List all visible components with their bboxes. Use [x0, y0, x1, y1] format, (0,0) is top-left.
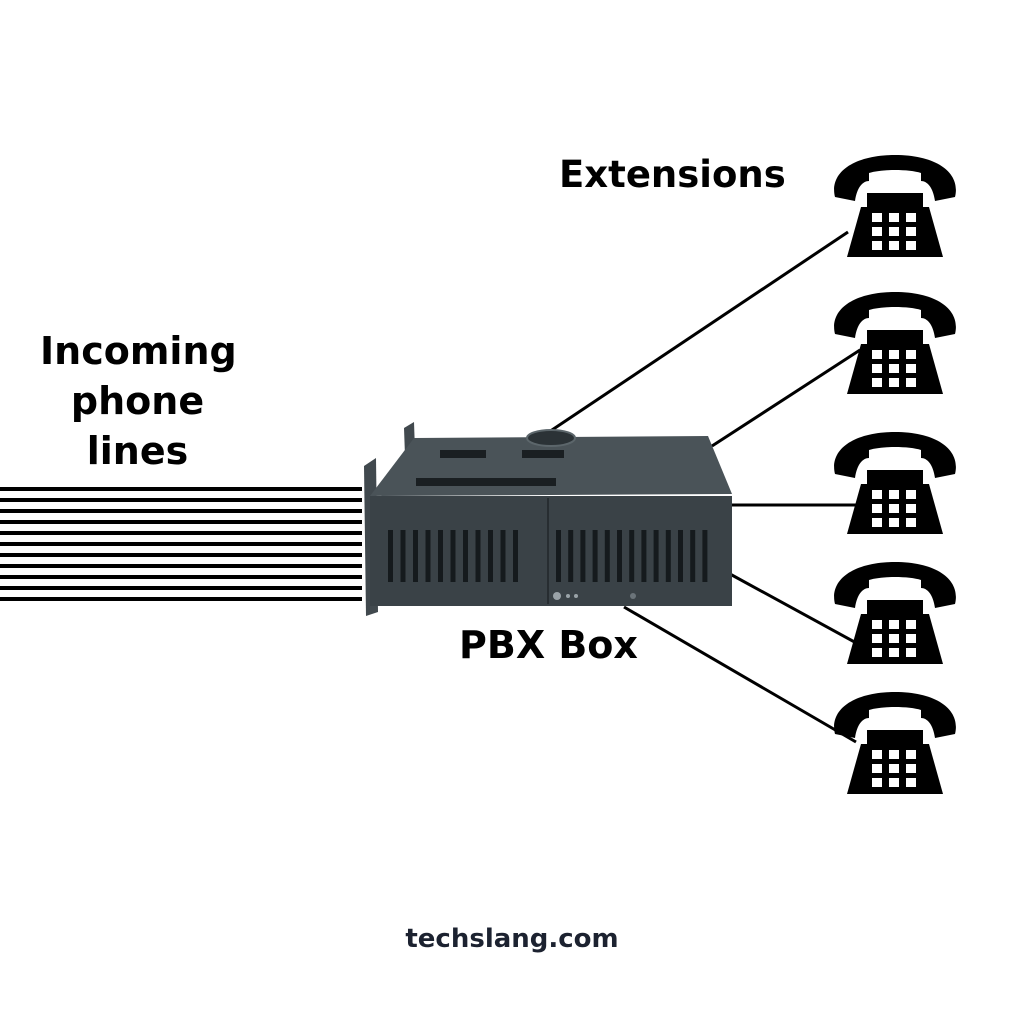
extensions-label: Extensions	[559, 153, 786, 196]
incoming-lines-label: Incoming phone lines	[40, 329, 237, 473]
telephone-icon	[834, 692, 956, 794]
telephone-icon	[834, 432, 956, 534]
extension-lines	[539, 230, 862, 744]
incoming-lines	[0, 487, 362, 601]
server-rack-icon	[364, 422, 732, 616]
telephone-icon	[834, 562, 956, 664]
telephone-icon	[834, 155, 956, 257]
extension-line-2	[711, 348, 861, 448]
extension-line-5	[623, 605, 857, 744]
pbx-box-label: PBX Box	[459, 623, 638, 667]
footer-site-name: techslang.com	[405, 924, 619, 954]
extensions-group	[834, 155, 956, 794]
telephone-icon	[834, 292, 956, 394]
extension-line-1	[539, 230, 849, 440]
extension-line-4	[729, 572, 861, 647]
